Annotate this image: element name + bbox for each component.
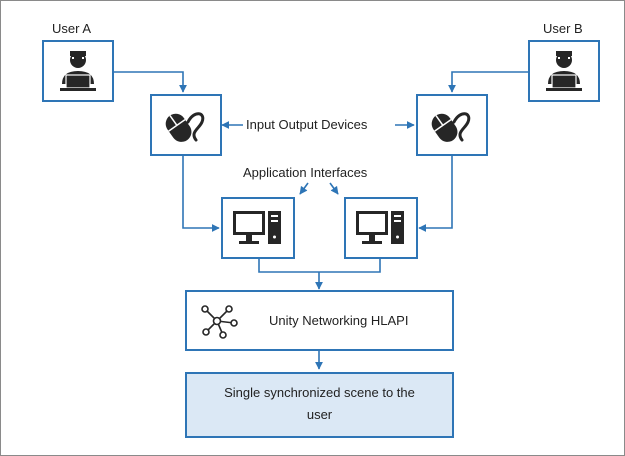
networking-label: Unity Networking HLAPI [269, 313, 409, 328]
input-device-a-node [150, 94, 222, 156]
user-a-label: User A [52, 21, 92, 36]
networking-node: Unity Networking HLAPI [185, 290, 454, 351]
desktop-computer-icon [356, 211, 404, 244]
scene-label-line1: Single synchronized scene to the [224, 385, 415, 400]
network-nodes-icon [201, 305, 238, 339]
user-b-node [528, 40, 600, 102]
edge-app-right [329, 182, 339, 195]
application-a-node [221, 197, 295, 259]
mouse-icon [431, 112, 471, 142]
scene-label-line2: user [306, 407, 333, 422]
mouse-icon [165, 112, 205, 142]
scene-label: Single synchronized scene to the user [187, 382, 452, 426]
edge-mouse-a-to-pc-a [182, 156, 220, 232]
scene-node: Single synchronized scene to the user [185, 372, 454, 438]
desktop-computer-icon [233, 211, 281, 244]
user-b-label: User B [543, 21, 583, 36]
app-interfaces-label: Application Interfaces [243, 165, 368, 180]
user-at-laptop-icon [60, 51, 96, 91]
user-a-node [42, 40, 114, 102]
user-at-laptop-icon [546, 51, 582, 91]
application-b-node [344, 197, 418, 259]
edge-mouse-b-to-pc-b [418, 156, 453, 232]
edge-user-a-to-mouse-a [113, 71, 187, 93]
edge-user-b-to-mouse-b [448, 71, 528, 93]
input-device-b-node [416, 94, 488, 156]
io-devices-label: Input Output Devices [246, 117, 368, 132]
edge-app-left [299, 182, 309, 195]
